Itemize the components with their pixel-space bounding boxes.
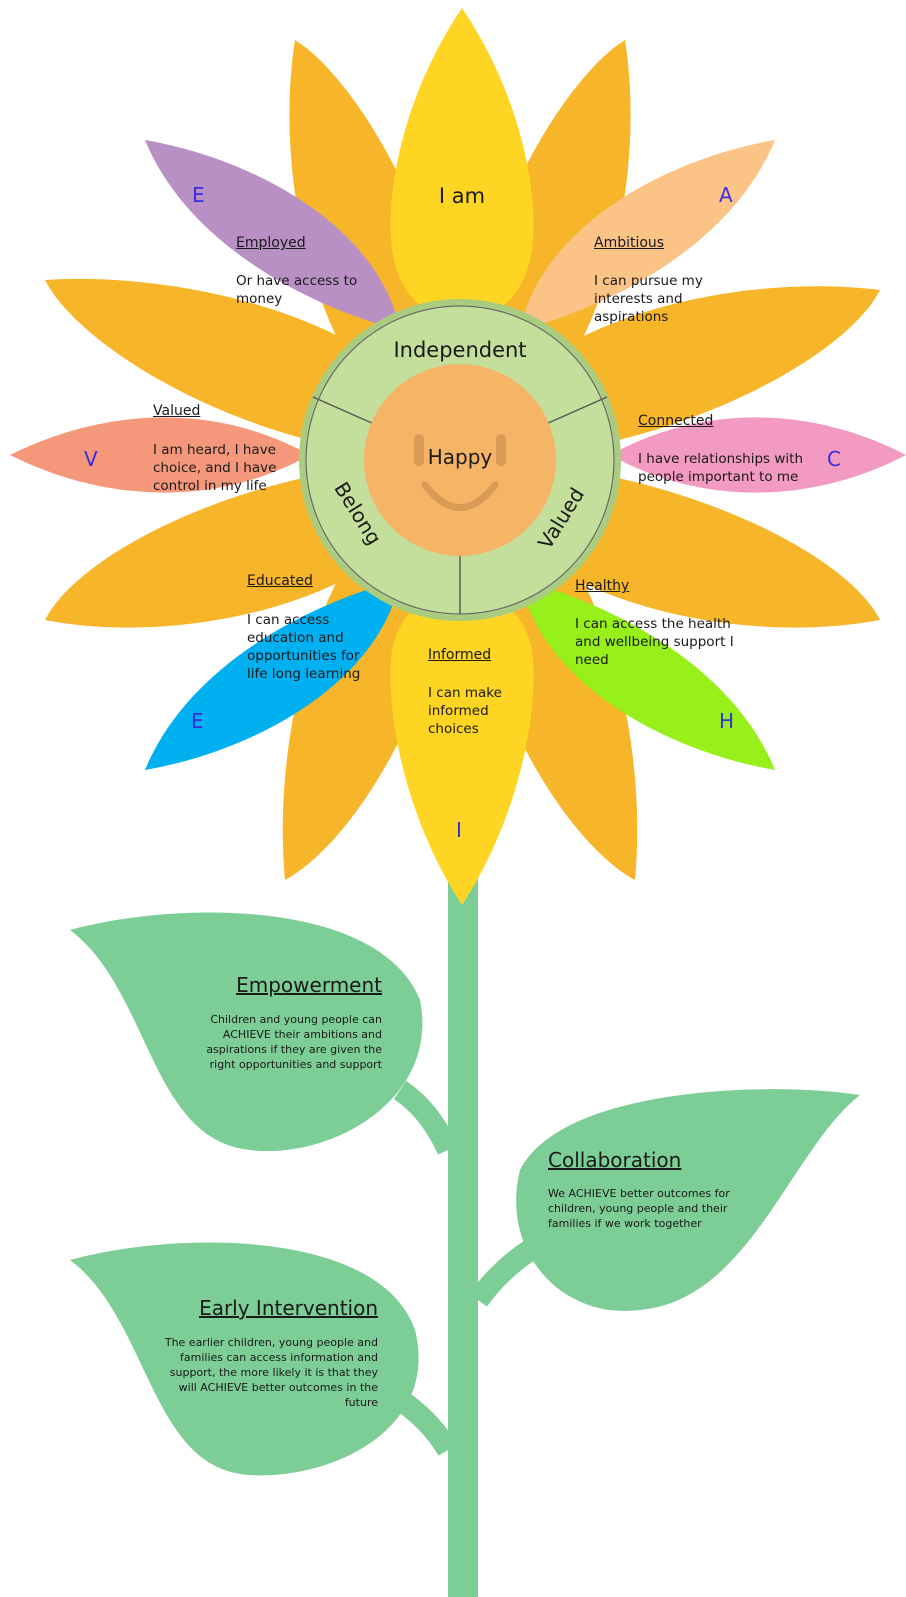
letter-h: H	[719, 709, 735, 733]
leaf-title-collaboration: Collaboration	[548, 1148, 682, 1172]
petal-heading-ambitious: Ambitious	[594, 235, 665, 251]
face-smile	[421, 481, 499, 511]
leaf-body-empowerment: Children and young people can ACHIEVE th…	[206, 1013, 382, 1071]
petal-ambitious	[520, 140, 775, 330]
petal-healthy	[520, 580, 775, 770]
petal-body-educated: I can access education and opportunities…	[247, 612, 361, 682]
petal-heading-informed: Informed	[428, 647, 492, 663]
petal-valued	[10, 417, 310, 493]
leaf-body-early-intervention: The earlier children, young people and f…	[164, 1336, 378, 1409]
face-left-eye	[414, 434, 424, 466]
leaf-body-collaboration: We ACHIEVE better outcomes for children,…	[548, 1187, 730, 1230]
leaf-title-early-intervention: Early Intervention	[199, 1296, 378, 1320]
leaf-empowerment	[70, 912, 423, 1152]
letter-c: C	[827, 447, 841, 471]
stem	[448, 850, 478, 1597]
petal-body-informed: I can make informed choices	[428, 685, 502, 737]
petal-body-ambitious: I can pursue my interests and aspiration…	[594, 273, 703, 325]
leaf-early-intervention	[70, 1242, 419, 1476]
leaf-collaboration	[516, 1089, 860, 1311]
petal-informed	[390, 590, 534, 905]
petal-connected	[610, 417, 906, 493]
ring-divider	[545, 396, 608, 425]
ring-label-independent: Independent	[393, 338, 526, 362]
petal-heading-healthy: Healthy	[575, 578, 630, 594]
petal-body-connected: I have relationships with people importa…	[638, 451, 804, 485]
branch-collaboration	[469, 1240, 537, 1307]
branch-empowerment	[393, 1080, 459, 1155]
letter-v: V	[84, 447, 98, 471]
petal-heading-valued: Valued	[153, 403, 201, 419]
letter-e-bottom: E	[191, 709, 204, 733]
petal-i-am	[390, 8, 534, 320]
petal-educated	[145, 580, 400, 770]
leaf-title-empowerment: Empowerment	[236, 973, 382, 997]
letter-a: A	[719, 183, 733, 207]
letter-e-top: E	[192, 183, 205, 207]
petal-heading-educated: Educated	[247, 573, 313, 589]
petal-body-employed: Or have access to money	[236, 273, 358, 307]
face-label-happy: Happy	[428, 445, 493, 469]
branch-early-intervention	[393, 1390, 458, 1456]
petal-heading-connected: Connected	[638, 413, 714, 429]
petal-body-valued: I am heard, I have choice, and I have co…	[153, 442, 277, 494]
petal-heading-employed: Employed	[236, 235, 306, 251]
face-right-eye	[496, 434, 506, 466]
petal-heading-i-am: I am	[439, 184, 485, 208]
ring-divider	[312, 396, 375, 425]
petal-employed	[145, 140, 400, 330]
petal-body-healthy: I can access the health and wellbeing su…	[575, 616, 734, 668]
letter-i: I	[456, 818, 462, 842]
face-circle	[364, 364, 556, 556]
